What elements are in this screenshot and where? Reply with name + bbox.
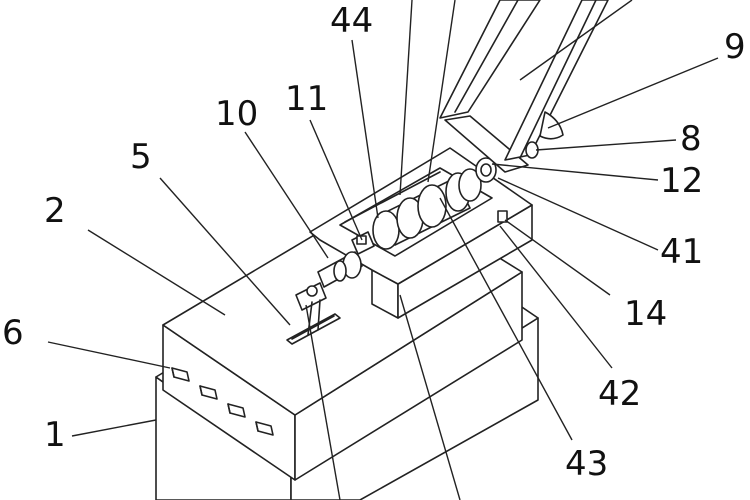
label-41: 41 (660, 232, 703, 272)
label-14: 14 (624, 294, 667, 334)
leader-bottom-b (399, 294, 461, 500)
button-2 (199, 385, 218, 400)
label-1: 1 (44, 415, 66, 455)
button-1 (171, 367, 190, 382)
leader-44 (351, 39, 379, 219)
rod-assembly (295, 251, 363, 336)
label-44: 44 (330, 1, 373, 41)
leader-2 (87, 229, 226, 316)
front-buttons (171, 367, 274, 436)
leader-10 (244, 131, 329, 259)
leader-pre-44-b (427, 0, 456, 183)
leader-bottom-a (305, 304, 341, 500)
label-9: 9 (724, 27, 746, 67)
label-11: 11 (285, 79, 328, 119)
leader-9 (547, 57, 719, 129)
label-42: 42 (598, 374, 641, 414)
leader-5 (159, 177, 291, 326)
label-10: 10 (215, 94, 258, 134)
label-2: 2 (44, 191, 66, 231)
leader-12 (491, 163, 659, 181)
leader-lines (47, 0, 719, 500)
leader-top-right (519, 0, 633, 81)
reference-numerals: 44 9 10 11 8 5 12 2 41 14 6 42 1 43 (2, 1, 746, 484)
leader-8 (535, 139, 677, 151)
arm-assembly (439, 0, 609, 173)
leader-6 (47, 341, 171, 369)
label-5: 5 (130, 137, 152, 177)
leader-11 (309, 119, 363, 241)
leader-1 (71, 419, 157, 437)
label-43: 43 (565, 444, 608, 484)
leader-14 (504, 219, 611, 296)
button-4 (255, 421, 274, 436)
label-6: 6 (2, 313, 24, 353)
motor-assembly (351, 157, 508, 255)
leader-43 (439, 197, 573, 441)
leader-41 (497, 177, 659, 251)
leader-pre-44-a (399, 0, 413, 196)
leader-42 (499, 225, 613, 369)
label-12: 12 (660, 161, 703, 201)
label-8: 8 (680, 119, 702, 159)
button-3 (227, 403, 246, 418)
